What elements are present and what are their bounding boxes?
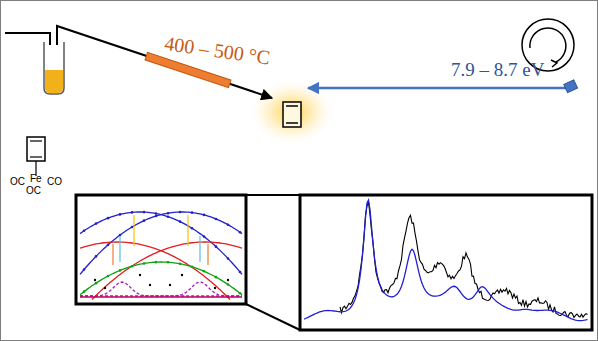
potential-curves (80, 211, 242, 300)
ligand-label: CO (47, 177, 62, 187)
molecule-icon (283, 102, 301, 127)
spectrum-panel (300, 195, 592, 330)
metal-label: Fe (30, 174, 42, 184)
liquid (45, 70, 63, 93)
synchrotron (522, 19, 578, 93)
zoom-line (246, 304, 300, 330)
zoom-line (246, 194, 300, 196)
potential-panel (76, 195, 246, 304)
vial (44, 42, 64, 94)
ligand-label: OC (26, 186, 41, 196)
fe-complex (27, 137, 45, 176)
flow-line (57, 26, 272, 98)
photon-beam (308, 87, 568, 90)
glow (250, 80, 334, 144)
ligand-label: OC (10, 177, 25, 187)
energy-label: 7.9 – 8.7 eV (451, 60, 544, 79)
spectrum (304, 200, 588, 321)
